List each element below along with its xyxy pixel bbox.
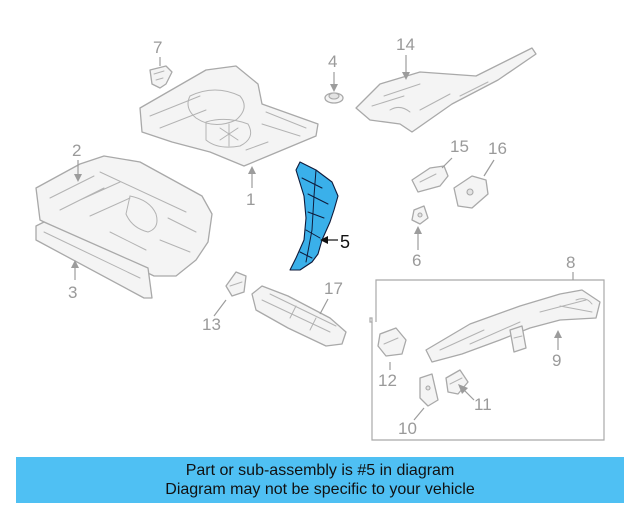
svg-text:9: 9 xyxy=(552,351,561,370)
part-8-gusset xyxy=(509,325,527,353)
part-16-bracket xyxy=(453,175,489,209)
banner-line-2: Diagram may not be specific to your vehi… xyxy=(165,481,475,498)
svg-text:3: 3 xyxy=(68,283,77,302)
svg-text:5: 5 xyxy=(340,232,350,252)
callout-11: 11 xyxy=(458,384,492,414)
part-2-front-floor xyxy=(35,155,213,277)
svg-text:12: 12 xyxy=(378,371,397,390)
callout-4: 4 xyxy=(328,52,338,92)
svg-text:1: 1 xyxy=(246,190,255,209)
callout-14: 14 xyxy=(396,35,415,80)
callout-2: 2 xyxy=(72,141,82,182)
svg-text:6: 6 xyxy=(412,251,421,270)
svg-text:15: 15 xyxy=(450,137,469,156)
callout-1: 1 xyxy=(246,166,256,209)
part-10-bracket xyxy=(419,373,439,407)
part-15-bracket xyxy=(411,165,449,193)
banner-line-1: Part or sub-assembly is #5 in diagram xyxy=(185,462,455,479)
callout-5[interactable]: 5 xyxy=(320,232,350,252)
part-4-plug xyxy=(324,92,344,104)
part-1-rear-floor-pan xyxy=(139,65,319,167)
svg-text:10: 10 xyxy=(398,419,417,438)
callout-6: 6 xyxy=(412,226,422,270)
part-8-assembly-bracket xyxy=(369,279,605,441)
svg-text:2: 2 xyxy=(72,141,81,160)
callout-7: 7 xyxy=(153,38,162,66)
part-6-plate xyxy=(411,205,429,225)
callout-13: 13 xyxy=(202,299,227,334)
callout-9: 9 xyxy=(552,330,562,370)
svg-text:17: 17 xyxy=(324,279,343,298)
callout-10: 10 xyxy=(398,407,425,438)
info-banner: Part or sub-assembly is #5 in diagram Di… xyxy=(16,457,624,503)
part-5-highlighted-pillar xyxy=(289,161,339,271)
part-3-reinforcement xyxy=(35,221,153,299)
callout-15: 15 xyxy=(441,137,469,169)
svg-text:7: 7 xyxy=(153,38,162,57)
svg-text:16: 16 xyxy=(488,139,507,158)
callout-17: 17 xyxy=(319,279,343,315)
callout-3: 3 xyxy=(68,260,79,302)
part-12-bracket xyxy=(377,327,407,357)
part-7-bracket xyxy=(149,65,173,89)
svg-text:14: 14 xyxy=(396,35,415,54)
part-9-rear-rail xyxy=(425,289,601,363)
callout-8: 8 xyxy=(566,253,575,280)
svg-text:13: 13 xyxy=(202,315,221,334)
svg-text:11: 11 xyxy=(474,395,492,414)
svg-text:4: 4 xyxy=(328,52,337,71)
part-13-bracket xyxy=(225,271,247,297)
part-14-side-member xyxy=(355,47,537,133)
part-17-rear-panel xyxy=(251,285,347,347)
callout-16: 16 xyxy=(483,139,507,177)
svg-text:8: 8 xyxy=(566,253,575,272)
callout-12: 12 xyxy=(378,362,397,390)
